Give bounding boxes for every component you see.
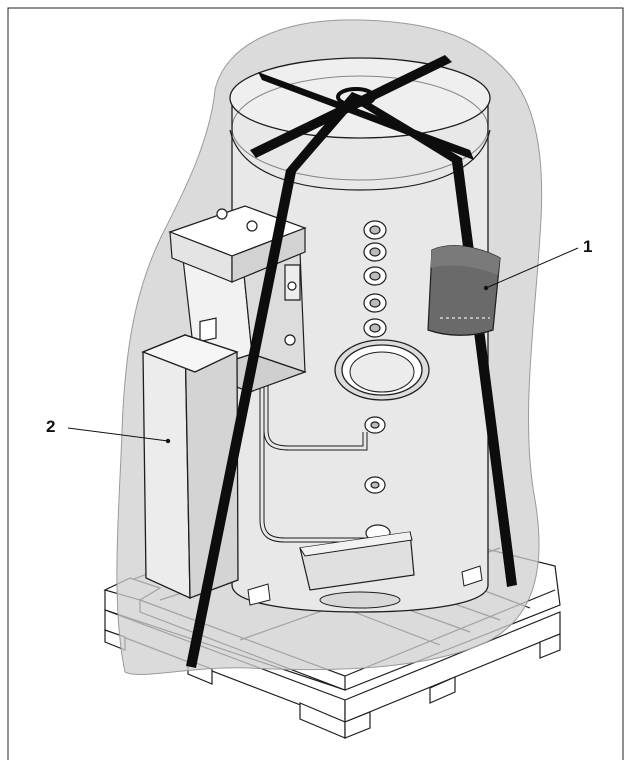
callout-1-label: 1 [583,237,592,256]
frame-border [7,7,624,760]
securing-straps [186,55,517,668]
display-screen [199,317,217,343]
inspection-flange [334,339,430,401]
callout-2-leader [67,427,169,442]
callout-2: 2 [46,417,171,444]
callout-1: 1 [483,237,592,291]
side-panel-part [141,334,239,600]
callout-1-leader [485,247,579,289]
document-pouch [427,245,501,336]
callout-2-label: 2 [46,417,55,436]
